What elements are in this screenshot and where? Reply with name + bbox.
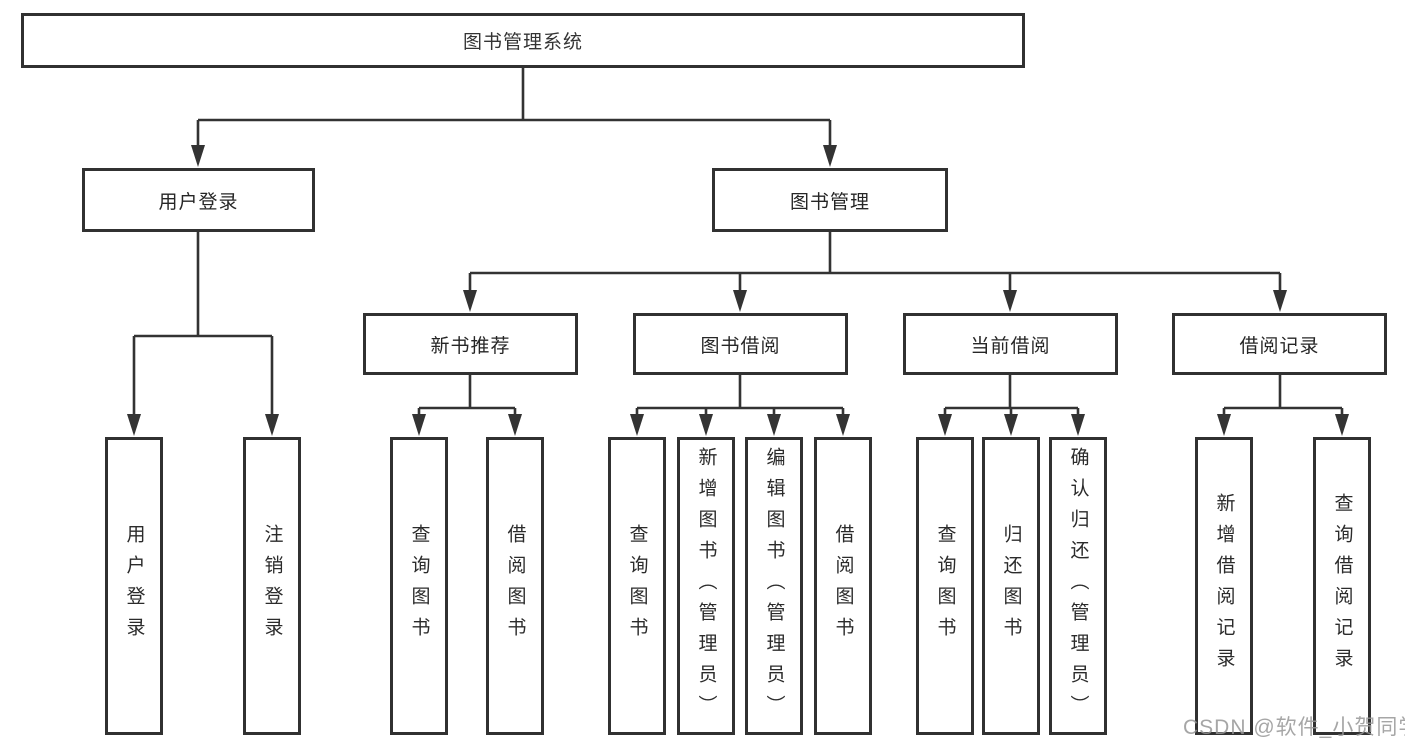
leaf-add-borrow-record: 新增借阅记录 (1195, 437, 1253, 735)
leaf-borrow-query-book: 查询图书 (608, 437, 666, 735)
connector-borrow-record-children (1217, 375, 1349, 436)
node-root: 图书管理系统 (21, 13, 1025, 68)
node-root-label: 图书管理系统 (462, 32, 583, 53)
node-new-book-recommend: 新书推荐 (363, 313, 578, 375)
leaf-recommend-query-book-label: 查询图书 (408, 524, 430, 648)
leaf-query-borrow-record-label: 查询借阅记录 (1331, 493, 1353, 679)
node-user-login-label: 用户登录 (158, 191, 239, 213)
node-book-management-label: 图书管理 (789, 191, 870, 213)
node-current-borrow-label: 当前借阅 (970, 335, 1051, 357)
connector-user-login-children (127, 232, 279, 436)
leaf-confirm-return-admin-label: 确认归还（管理员） (1067, 446, 1089, 726)
leaf-query-borrow-record: 查询借阅记录 (1313, 437, 1371, 735)
leaf-return-book: 归还图书 (982, 437, 1040, 735)
node-user-login: 用户登录 (82, 168, 315, 232)
leaf-user-login-label: 用户登录 (123, 524, 145, 648)
leaf-add-borrow-record-label: 新增借阅记录 (1213, 493, 1235, 679)
leaf-return-book-label: 归还图书 (1000, 524, 1022, 648)
leaf-current-query-book-label: 查询图书 (934, 524, 956, 648)
leaf-recommend-borrow-book-label: 借阅图书 (504, 524, 526, 648)
connector-book-management-children (463, 232, 1287, 312)
leaf-recommend-borrow-book: 借阅图书 (486, 437, 544, 735)
node-book-management: 图书管理 (712, 168, 948, 232)
node-borrow-record: 借阅记录 (1172, 313, 1387, 375)
connector-root-to-level2 (191, 68, 837, 167)
leaf-user-login: 用户登录 (105, 437, 163, 735)
leaf-edit-book-admin: 编辑图书（管理员） (745, 437, 803, 735)
node-new-book-recommend-label: 新书推荐 (430, 335, 511, 357)
leaf-add-book-admin-label: 新增图书（管理员） (695, 446, 717, 726)
leaf-borrow-book-label: 借阅图书 (832, 524, 854, 648)
leaf-logout: 注销登录 (243, 437, 301, 735)
leaf-borrow-book: 借阅图书 (814, 437, 872, 735)
node-book-borrow: 图书借阅 (633, 313, 848, 375)
leaf-current-query-book: 查询图书 (916, 437, 974, 735)
leaf-edit-book-admin-label: 编辑图书（管理员） (763, 446, 785, 726)
node-current-borrow: 当前借阅 (903, 313, 1118, 375)
connector-new-book-children (412, 375, 522, 436)
connector-book-borrow-children (630, 375, 850, 436)
node-book-borrow-label: 图书借阅 (700, 335, 781, 357)
connector-current-borrow-children (938, 375, 1085, 436)
node-borrow-record-label: 借阅记录 (1239, 335, 1320, 357)
csdn-watermark: CSDN @软件_小贺同学 (1183, 716, 1405, 739)
leaf-recommend-query-book: 查询图书 (390, 437, 448, 735)
leaf-logout-label: 注销登录 (261, 524, 283, 648)
leaf-confirm-return-admin: 确认归还（管理员） (1049, 437, 1107, 735)
leaf-add-book-admin: 新增图书（管理员） (677, 437, 735, 735)
leaf-borrow-query-book-label: 查询图书 (626, 524, 648, 648)
